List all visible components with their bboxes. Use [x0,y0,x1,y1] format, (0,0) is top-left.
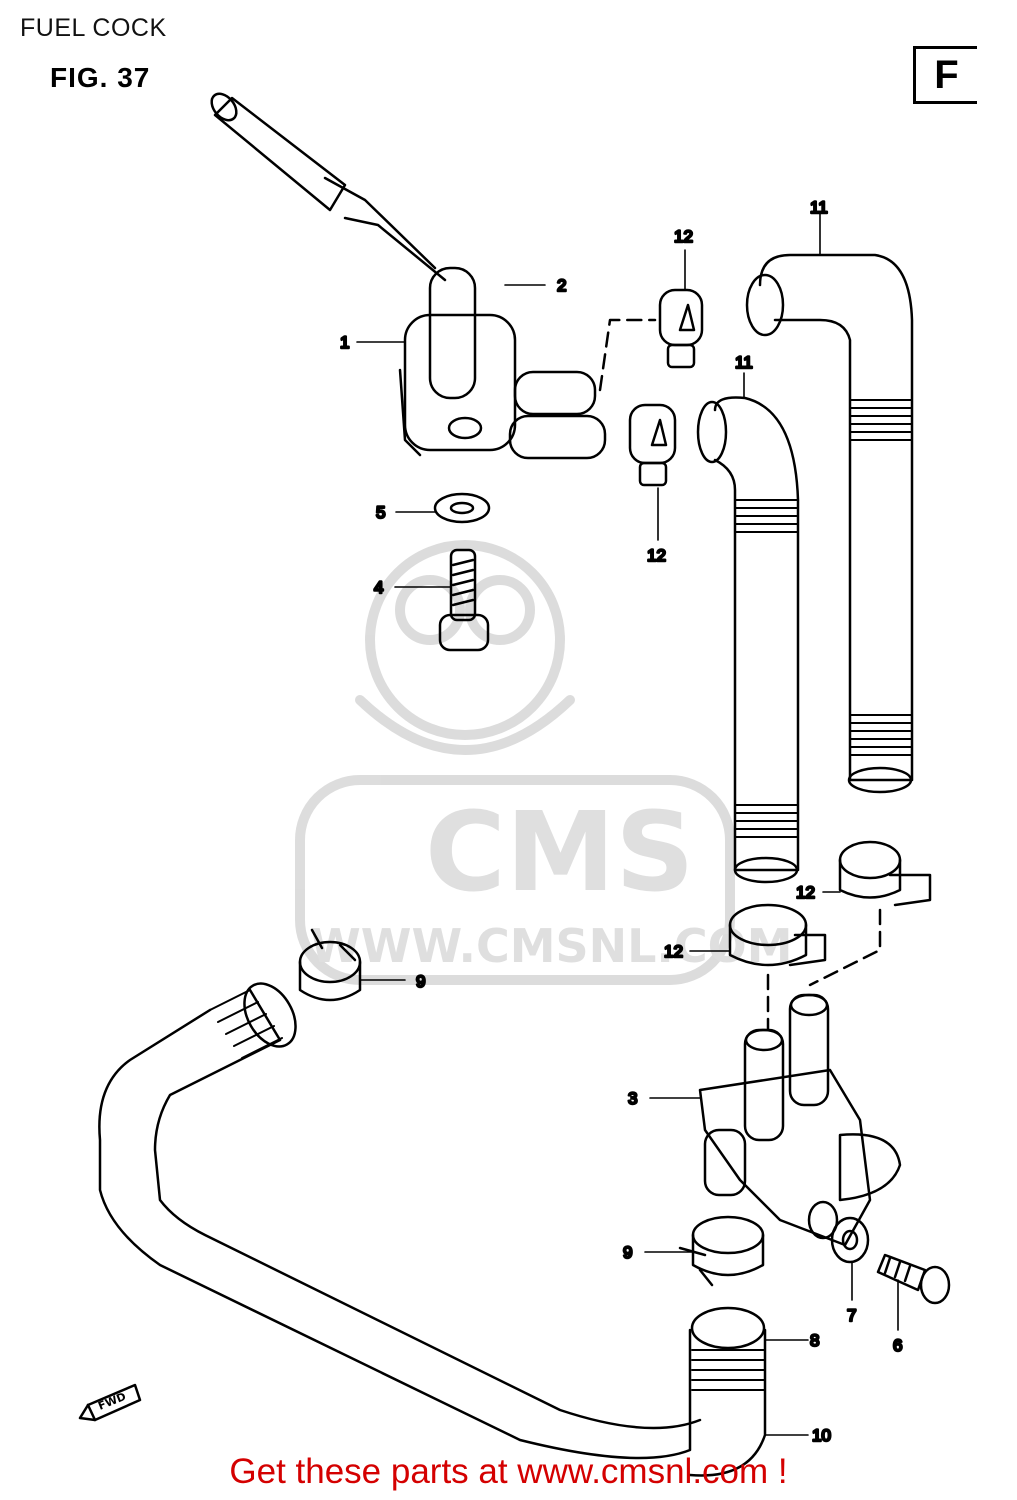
leader-dashed [808,908,882,987]
forward-arrow-label: FWD [96,1390,128,1413]
hose-clamp-9-lower [678,1215,765,1287]
forward-arrow-icon: FWD [78,1383,142,1422]
washer-5 [433,492,491,524]
figure-number: FIG. 37 [50,62,151,93]
hose-clamp-9-upper [298,928,362,1002]
hose-clamp-12-upper [658,288,704,369]
callout-9-lower: 9 [623,1243,632,1262]
screw-6 [876,1253,951,1305]
hose-clamp-12-lower-left [728,903,827,967]
footer-link[interactable]: Get these parts at www.cmsnl.com ! [229,1452,788,1491]
callout-6: 6 [893,1336,902,1355]
callout-labels: 1 2 3 4 5 6 7 8 9 9 10 11 11 12 12 12 12 [339,197,904,1447]
callout-12-lower-right: 12 [796,883,815,902]
watermark-brand: CMS [425,788,694,916]
leader-lines [356,212,899,1436]
callout-9-upper: 9 [416,972,425,991]
fuel-cock-assembly-1 [210,92,607,460]
hose-clamp-12-lower-right [838,840,932,907]
bolt-4 [438,548,490,652]
callout-12-upper: 12 [674,227,693,246]
hose-clamp-12-mid [628,403,677,487]
callout-7: 7 [847,1306,856,1325]
callout-11-left: 11 [735,353,753,372]
callout-10: 10 [812,1426,831,1445]
callout-12-mid: 12 [647,546,666,565]
fuel-hose-10 [98,982,767,1477]
callout-4: 4 [374,578,383,597]
leader-dashed [598,318,657,392]
callout-12-lower-left: 12 [664,942,683,961]
watermark-url: WWW.CMSNL.COM [310,919,793,973]
fuel-cock-3 [698,993,902,1247]
fuel-hose-11-left [696,396,800,884]
callout-8: 8 [810,1331,819,1350]
callout-2: 2 [557,276,566,295]
washer-7 [830,1216,870,1264]
watermark-logo: CMS WWW.CMSNL.COM [295,540,793,985]
fuel-hose-11-right [745,253,914,794]
section-letter-box: F [913,46,977,104]
callout-11-right: 11 [810,198,828,217]
callout-3: 3 [628,1089,637,1108]
callout-5: 5 [376,503,385,522]
callout-1: 1 [340,333,349,352]
section-letter: F [934,52,959,97]
page-header: FUEL COCK [20,14,167,42]
